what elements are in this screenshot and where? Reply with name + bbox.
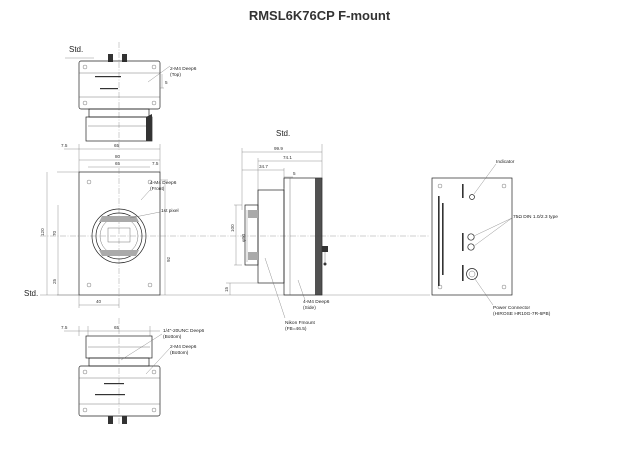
dim-left-120: 120 [40,228,45,236]
front-view: 7.5 65 80 65 7.5 4-M4 Deep6 (Front) 1st … [40,143,430,308]
note-front-tap-sub: (Front) [150,186,165,192]
std-label-side: Std. [276,129,290,138]
dim-front-7-5: 7.5 [61,143,68,148]
note-power-sub: (HIROSE HR10G-7R-6PB) [493,311,551,317]
dim-right-92: 92 [166,256,171,262]
note-top-tap-sub: (Top) [170,72,181,78]
note-front-tap: 4-M4 Deep6 [150,180,177,186]
dim-side-34-7: 34.7 [259,164,268,169]
note-indicator: Indicator [496,159,515,165]
note-bottom-unc: 1/4"-20UNC Deep6 [163,328,204,334]
note-side-tap: 4-M4 Deep6 [303,299,330,305]
note-side-tap-sub: (Side) [303,305,316,311]
rear-view: Indicator 75Ω DIN 1.0/2.3 type Power Con… [431,159,558,317]
note-nikon: Nikon Fmount [285,320,316,326]
drawing-title: RMSL6K76CP F-mount [248,8,391,23]
dim-front-65: 65 [114,143,120,148]
note-bottom-tap: 2-M4 Deep6 [170,344,197,350]
note-power: Power Connector [493,305,530,311]
note-din: 75Ω DIN 1.0/2.3 type [513,214,558,220]
note-top-tap: 2-M4 Deep6 [170,66,197,72]
dim-front-40: 40 [96,299,102,304]
dim-side-74-1: 74.1 [283,155,292,160]
top-view: 5 2-M4 Deep6 (Top) [65,42,197,150]
note-bottom-unc-sub: (Bottom) [163,334,182,340]
dim-side-100: 100 [230,224,235,232]
dim-side-15: 15 [224,286,229,292]
dim-side-99-9: 99.9 [274,146,283,151]
bottom-view: 7.5 65 1/4"-20UNC Deep6 (Bottom) 2-M4 De… [61,318,204,425]
dim-left-25: 25 [52,278,57,284]
dim-bottom-7-5: 7.5 [61,325,68,330]
dim-side-phi90: φ90 [241,233,246,242]
std-label-left: Std. [24,289,38,298]
std-label-top: Std. [69,45,83,54]
dim-front-7-5b: 7.5 [152,161,159,166]
note-first-pixel: 1st pixel [161,208,179,214]
note-nikon-sub: (FB=46.5) [285,326,307,332]
note-bottom-tap-sub: (Bottom) [170,350,189,356]
dim-front-80: 80 [115,154,121,159]
dim-right-top-5: 5 [165,80,168,85]
dim-side-5: 5 [293,171,296,176]
dim-front-65b: 65 [115,161,121,166]
dim-bottom-65: 65 [114,325,120,330]
side-view: 99.9 74.1 34.7 5 100 φ90 15 4-M4 Deep6 (… [224,144,330,332]
dim-left-70: 70 [52,230,57,236]
